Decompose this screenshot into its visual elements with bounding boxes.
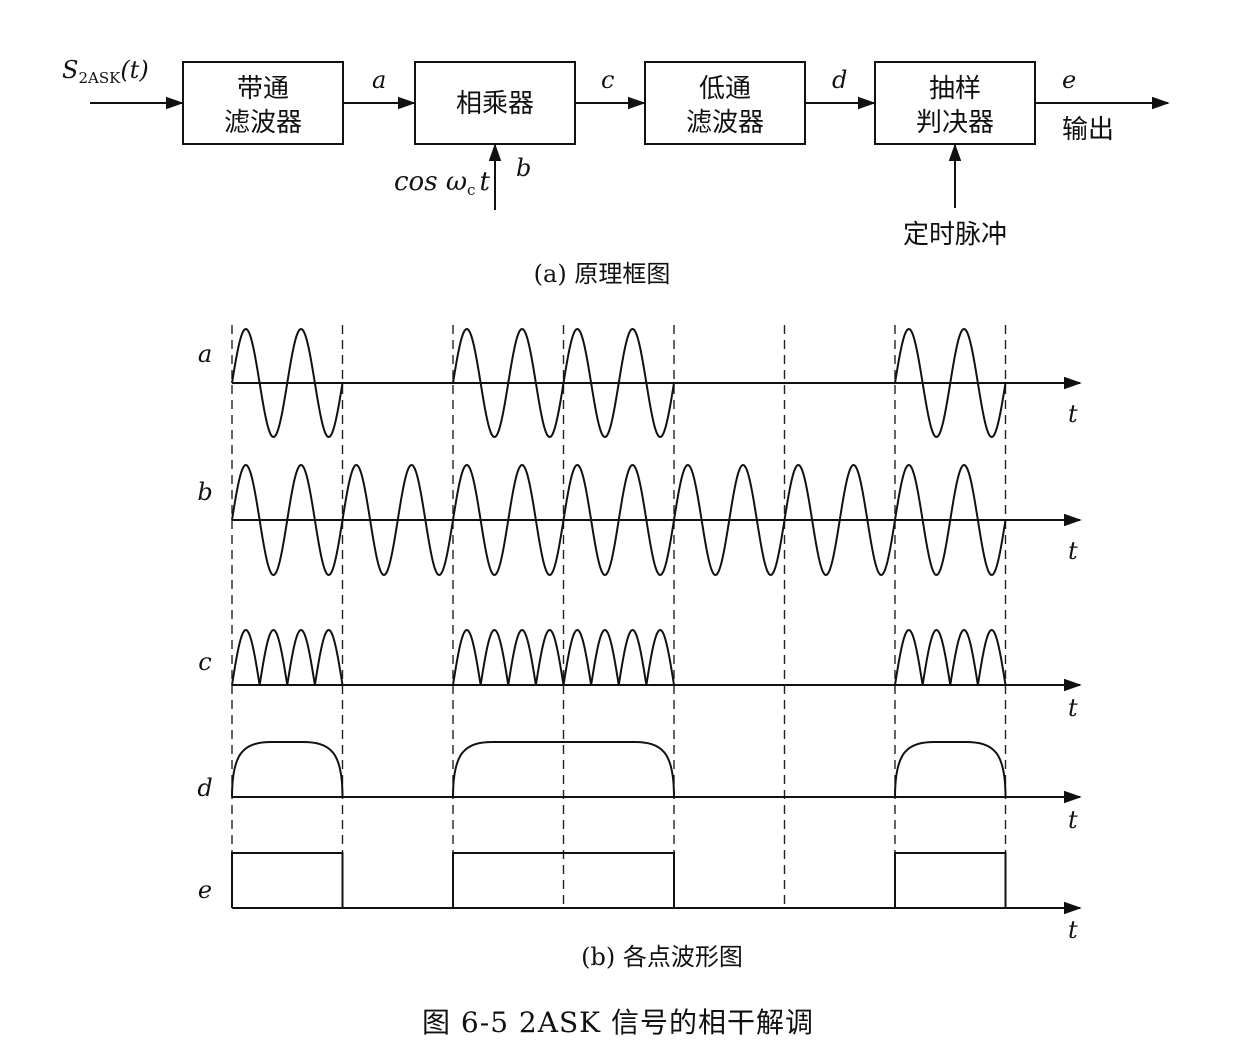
row-label-e: e	[198, 876, 212, 904]
wave-a-segment	[452, 327, 565, 439]
wave-a-segment	[894, 327, 1007, 439]
time-label-d: t	[1068, 806, 1078, 834]
wave-b-segment	[341, 463, 454, 577]
time-label-e: t	[1068, 916, 1078, 944]
node-e-label: e	[1062, 66, 1076, 94]
sample-decision-line1: 抽样	[929, 74, 981, 104]
wave-a-segment	[562, 327, 675, 439]
output-label: 输出	[1062, 115, 1114, 145]
wave-a-segment	[231, 327, 344, 439]
wave-d-envelope	[231, 741, 344, 798]
time-label-b: t	[1068, 537, 1078, 565]
node-a-label: a	[372, 66, 386, 94]
figure-caption: 图 6-5 2ASK 信号的相干解调	[422, 1006, 814, 1039]
row-label-a: a	[198, 340, 212, 368]
wave-b-segment	[894, 463, 1007, 577]
wave-b-segment	[562, 463, 675, 577]
lowpass-filter-line2: 滤波器	[686, 108, 764, 138]
waveform-diagram: a t b t c t d t e t	[197, 325, 1082, 944]
input-signal-label: S2ASK(t)	[62, 56, 149, 87]
time-label-a: t	[1068, 400, 1078, 428]
lowpass-filter-block	[644, 61, 806, 145]
wave-c-segment	[562, 628, 675, 686]
bandpass-filter-line2: 滤波器	[224, 108, 302, 138]
row-label-d: d	[197, 774, 212, 802]
time-label-c: t	[1068, 694, 1078, 722]
timing-pulse-label: 定时脉冲	[903, 220, 1007, 250]
block-diagram: S2ASK(t) 带通 滤波器 a 相乘器 c 低通 滤波器 d 抽样 判决器 …	[62, 56, 1170, 288]
bandpass-filter-line1: 带通	[237, 74, 289, 104]
multiplier-label: 相乘器	[456, 89, 534, 119]
wave-b-segment	[231, 463, 344, 577]
wave-e-pulse	[894, 852, 1007, 908]
wave-b-segment	[452, 463, 565, 577]
wave-d-envelope	[452, 741, 675, 798]
caption-b: (b) 各点波形图	[581, 943, 743, 971]
wave-e-pulse	[452, 852, 675, 908]
sample-decision-block	[874, 61, 1036, 145]
lowpass-filter-line1: 低通	[699, 74, 751, 104]
wave-c-segment	[894, 628, 1007, 686]
wave-d-envelope	[894, 741, 1007, 798]
wave-b-segment	[673, 463, 786, 577]
row-label-b: b	[197, 478, 212, 506]
multiplier-block	[414, 61, 576, 145]
node-b-label: b	[516, 154, 531, 182]
node-c-label: c	[601, 66, 614, 94]
sample-decision-line2: 判决器	[916, 108, 994, 138]
wave-e-pulse	[231, 852, 344, 908]
row-label-c: c	[198, 648, 211, 676]
caption-a: (a) 原理框图	[534, 260, 671, 288]
node-d-label: d	[832, 66, 847, 94]
wave-c-segment	[452, 628, 565, 686]
wave-c-segment	[231, 628, 344, 686]
wave-b-segment	[783, 463, 896, 577]
